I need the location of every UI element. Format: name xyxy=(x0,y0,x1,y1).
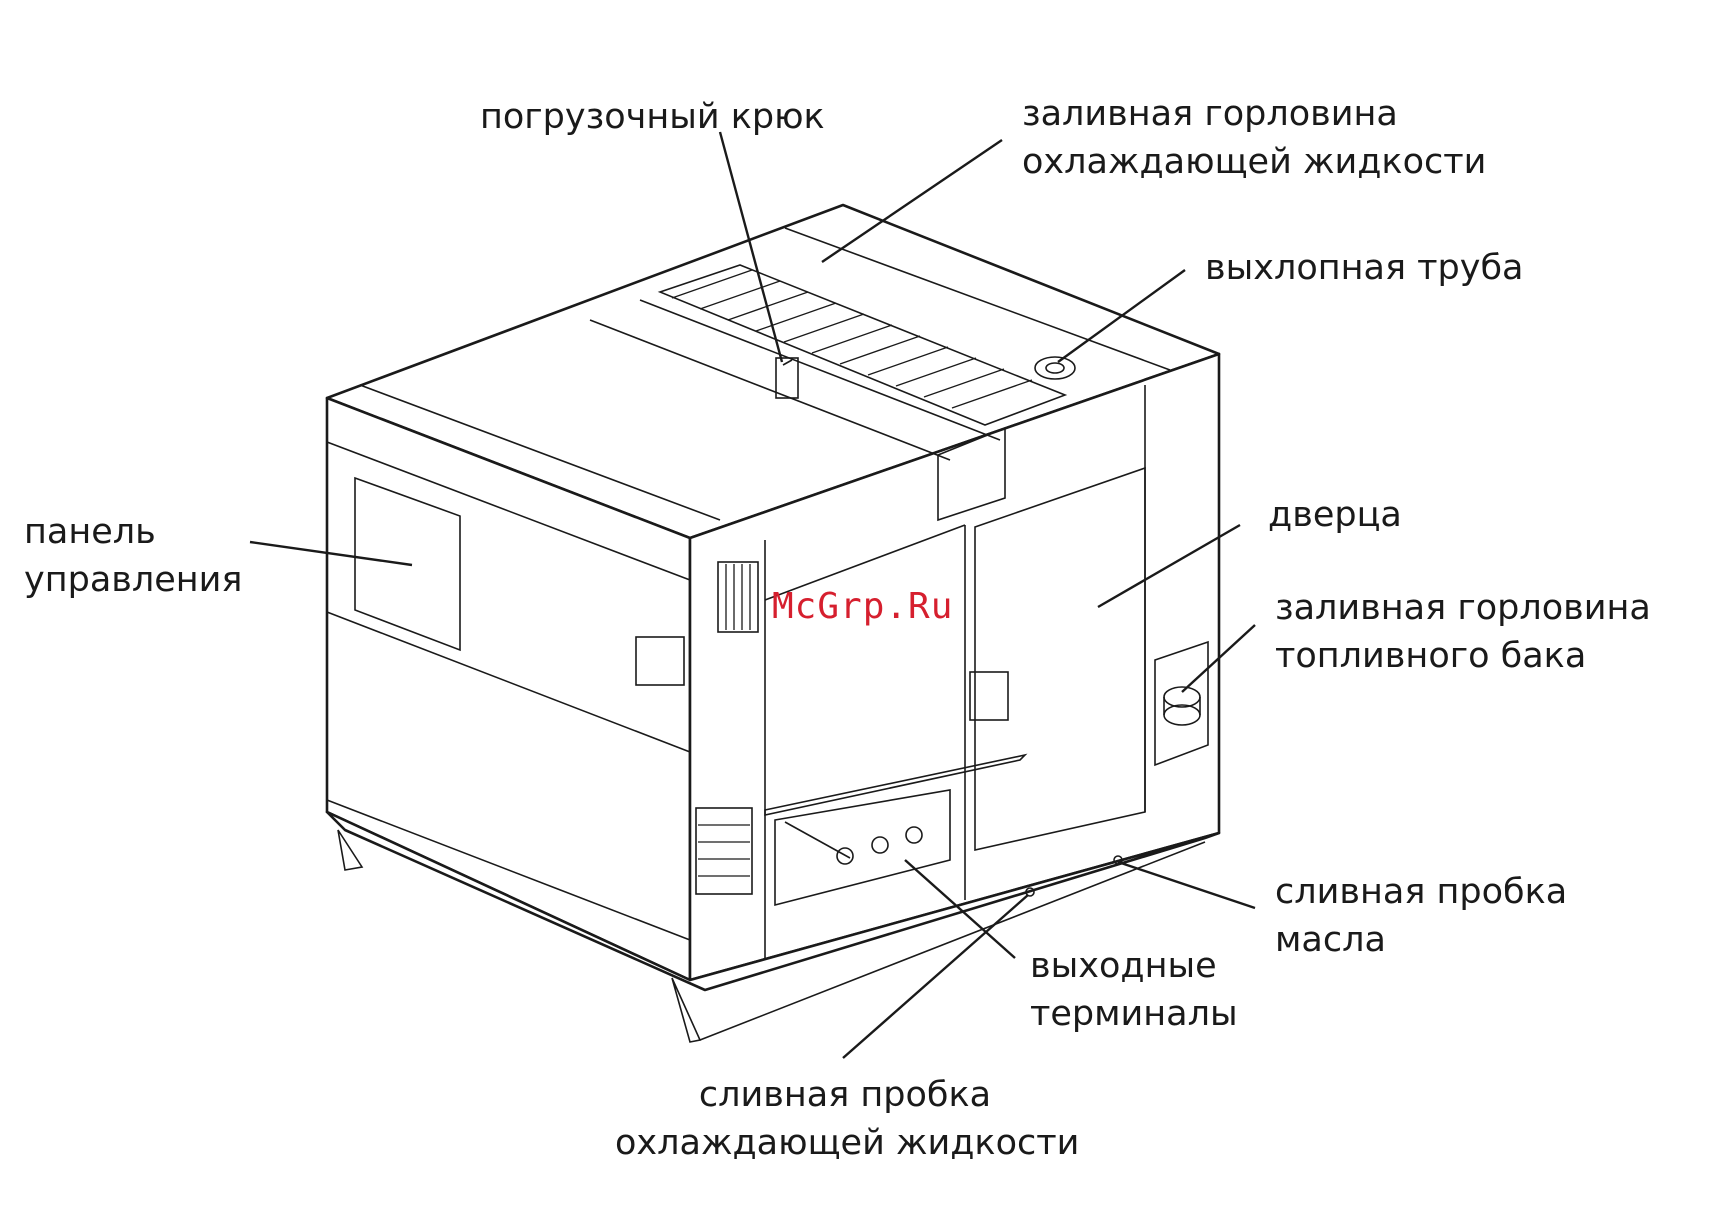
label-exhaust-pipe: выхлопная труба xyxy=(1205,244,1524,292)
label-lifting-hook: погрузочный крюк xyxy=(480,93,825,141)
label-coolant-filler-neck: заливная горловина охлаждающей жидкости xyxy=(1022,90,1486,186)
label-control-panel: панель управления xyxy=(24,508,242,604)
leader-oil-drain xyxy=(1118,862,1255,908)
watermark: McGrp.Ru xyxy=(772,586,953,627)
label-fuel-filler-neck: заливная горловина топливного бака xyxy=(1275,584,1651,680)
label-output-terminals: выходные терминалы xyxy=(1030,942,1238,1038)
label-door: дверца xyxy=(1268,491,1402,539)
label-oil-drain-plug: сливная пробка масла xyxy=(1275,868,1567,964)
label-coolant-drain-plug: сливная пробка охлаждающей жидкости xyxy=(615,1071,1075,1167)
